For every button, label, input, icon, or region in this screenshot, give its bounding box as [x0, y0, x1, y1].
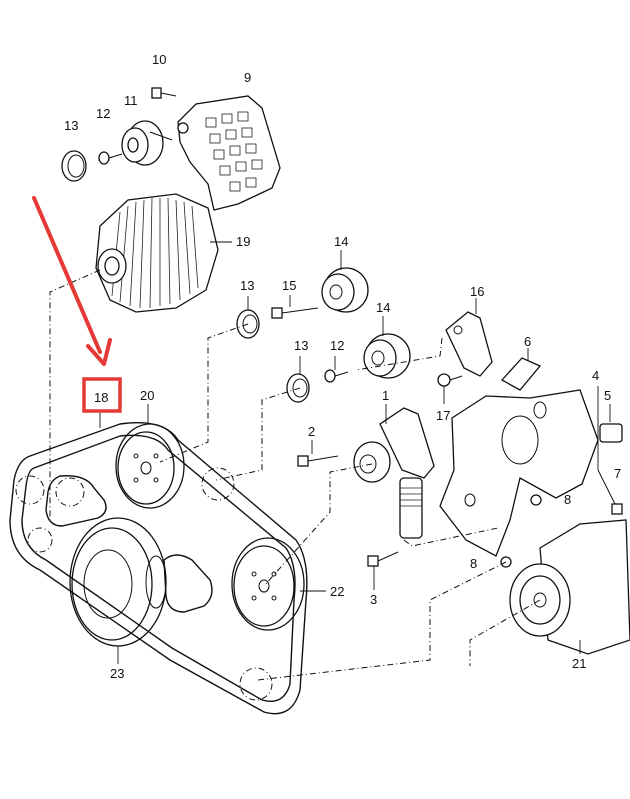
deflection-pulley-14-upper [321, 250, 369, 313]
callout-14-lower: 14 [376, 300, 390, 315]
alternator-bracket [177, 95, 281, 211]
callout-1: 1 [382, 388, 389, 403]
gasket-6 [500, 348, 542, 391]
callout-9: 9 [244, 70, 251, 85]
bolt-10 [151, 87, 177, 99]
callout-23: 23 [110, 666, 124, 681]
callout-7: 7 [614, 466, 621, 481]
highlight-arrow [32, 196, 112, 366]
deflection-pulley-14-lower [363, 316, 411, 379]
callout-8-upper: 8 [564, 492, 571, 507]
bolt-3 [367, 551, 399, 590]
pulley-22 [231, 537, 326, 631]
bracket-16 [445, 298, 493, 377]
callout-3: 3 [370, 592, 377, 607]
pulley-20 [115, 404, 185, 509]
callout-12-lower: 12 [330, 338, 344, 353]
dust-cap-13-lower [286, 356, 310, 403]
spacer-5 [599, 404, 623, 443]
callout-19: 19 [236, 234, 250, 249]
callout-12-upper: 12 [96, 106, 110, 121]
callout-18: 18 [94, 390, 108, 405]
callout-13-lower: 13 [294, 338, 308, 353]
callout-8-lower: 8 [470, 556, 477, 571]
callout-15: 15 [282, 278, 296, 293]
callout-21: 21 [572, 656, 586, 671]
callout-13-upper: 13 [64, 118, 78, 133]
callout-14-upper: 14 [334, 234, 348, 249]
bolt-15 [271, 295, 319, 319]
nut-12 [98, 151, 123, 165]
poly-v-belt [9, 412, 308, 715]
callout-4: 4 [592, 368, 599, 383]
bolt-17 [437, 373, 463, 404]
bolt-7 [597, 386, 623, 515]
callout-20: 20 [140, 388, 154, 403]
callout-10: 10 [152, 52, 166, 67]
callout-17: 17 [436, 408, 450, 423]
callout-13-middle: 13 [240, 278, 254, 293]
nut-12-lower [324, 356, 349, 383]
callout-6: 6 [524, 334, 531, 349]
callout-5: 5 [604, 388, 611, 403]
idler-pulley-11 [121, 120, 173, 166]
alignment-lines [15, 269, 541, 701]
belt-tensioner [353, 404, 435, 539]
callout-22: 22 [330, 584, 344, 599]
bolt-2 [297, 440, 339, 467]
highlight-box [82, 377, 122, 413]
dust-cap-13-middle [236, 296, 260, 339]
callout-2: 2 [308, 424, 315, 439]
compressor-bracket [439, 389, 599, 557]
callout-11: 11 [124, 93, 138, 108]
alternator [95, 193, 232, 313]
ac-compressor [509, 519, 630, 655]
crankshaft-pulley-23 [69, 517, 167, 664]
callout-16: 16 [470, 284, 484, 299]
dust-cap-13 [61, 150, 87, 182]
